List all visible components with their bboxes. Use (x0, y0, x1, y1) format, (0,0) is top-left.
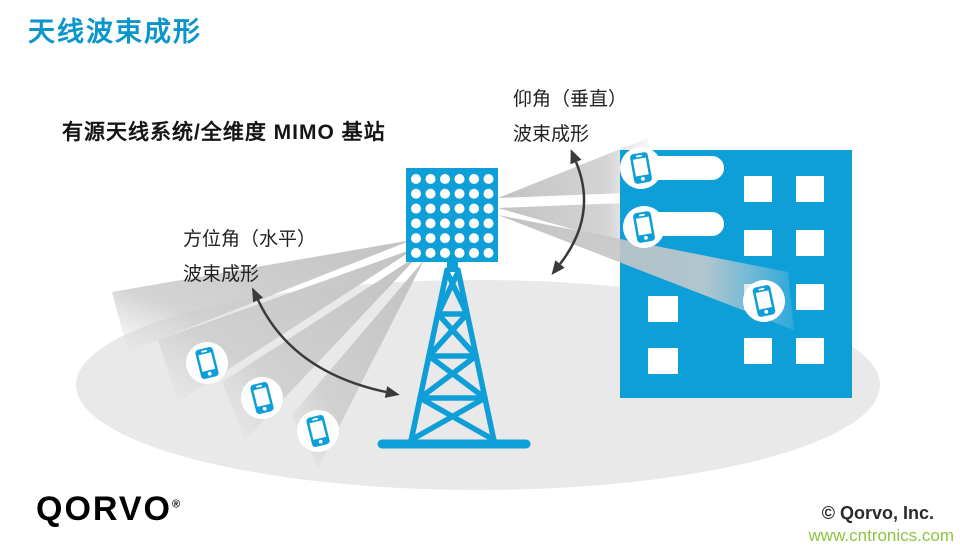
elevation-label-line2: 波束成形 (513, 124, 590, 145)
smartphone-icon (620, 147, 662, 189)
elevation-sweep-arrow (551, 149, 586, 275)
copyright-text: © Qorvo, Inc. (821, 503, 934, 523)
elevation-label-line1: 仰角（垂直） (513, 89, 628, 110)
system-label: 有源天线系统/全维度 MIMO 基站 (62, 121, 386, 144)
qorvo-logo: QORVO® (36, 490, 180, 529)
azimuth-sweep-arrow (252, 287, 400, 398)
smartphone-icon (241, 377, 283, 419)
beam-wedge (498, 138, 652, 198)
registered-mark: ® (171, 498, 181, 511)
page-title: 天线波束成形 (28, 17, 202, 47)
azimuth-label-line1: 方位角（水平） (183, 229, 317, 250)
smartphone-icon (297, 410, 339, 452)
antenna-array-panel (406, 168, 498, 272)
smartphone-icon (623, 206, 665, 248)
azimuth-label-line2: 波束成形 (183, 264, 260, 285)
lattice-tower (377, 267, 531, 449)
smartphone-icon (743, 280, 785, 322)
beam-wedge (112, 240, 412, 352)
qorvo-logo-text: QORVO (36, 490, 172, 528)
elevation-beamforming-label: 仰角（垂直） 波束成形 (513, 82, 627, 152)
smartphone-icon (186, 342, 228, 384)
azimuth-beamforming-label: 方位角（水平） 波束成形 (183, 222, 316, 292)
watermark-text: www.cntronics.com (808, 526, 954, 545)
smartphones (186, 147, 785, 452)
